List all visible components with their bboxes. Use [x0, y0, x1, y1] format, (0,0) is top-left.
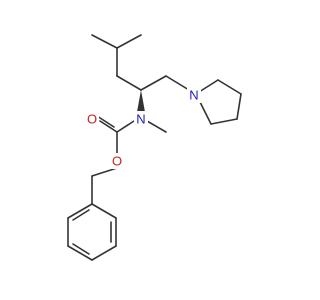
atom-o-ester: O — [110, 153, 124, 169]
bond — [217, 79, 242, 95]
bond — [72, 209, 90, 221]
bond — [199, 101, 212, 125]
bond — [236, 93, 242, 120]
bond — [116, 120, 135, 133]
molecule-diagram: N N O O — [67, 34, 242, 261]
bond — [96, 115, 115, 128]
bond — [99, 120, 118, 133]
bond — [165, 75, 190, 91]
bond — [210, 118, 238, 125]
atom-labels: N N O O — [85, 87, 201, 169]
atom-label-o-ester: O — [112, 154, 122, 169]
atom-o-carbonyl: O — [85, 111, 99, 127]
bond — [72, 243, 90, 255]
atom-label-o-carbonyl: O — [87, 112, 97, 127]
bond — [146, 120, 167, 133]
atom-label-n-carbamate: N — [136, 112, 145, 127]
bond — [91, 34, 118, 49]
bond — [67, 203, 93, 219]
bond — [140, 75, 167, 91]
bond — [91, 203, 117, 219]
bond — [198, 79, 219, 93]
bond — [91, 245, 117, 261]
bonds — [67, 34, 242, 261]
atom-label-n-pyrrolidine: N — [189, 88, 198, 103]
structure-canvas: N N O O — [67, 34, 242, 261]
atom-n-carbamate: N — [134, 111, 148, 127]
atom-n-pyrrolidine: N — [187, 87, 201, 103]
bond — [116, 75, 142, 91]
bond — [91, 167, 118, 177]
stereo-wedge-bond — [137, 90, 145, 112]
bond — [67, 245, 93, 261]
bond — [116, 34, 142, 49]
